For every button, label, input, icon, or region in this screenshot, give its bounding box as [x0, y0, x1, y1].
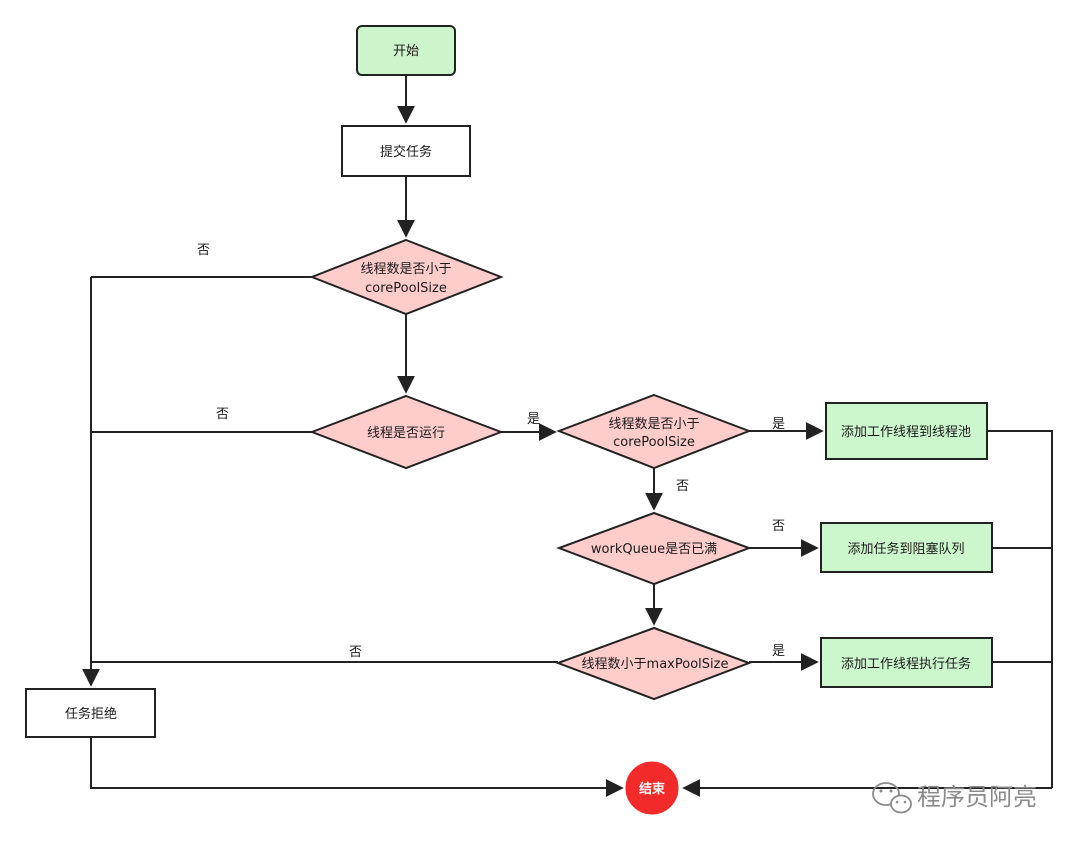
- submit-task-node[interactable]: 提交任务: [341, 125, 471, 177]
- check-core-pool-2-line1: 线程数是否小于: [608, 417, 699, 432]
- add-to-queue-label: 添加任务到阻塞队列: [847, 541, 964, 557]
- edge-labels: 否 否 是 是 否 否 否 是: [197, 243, 785, 660]
- edge-right-bus-core: [987, 430, 1053, 788]
- start-label: 开始: [393, 44, 419, 59]
- label-max-no: 否: [349, 645, 362, 660]
- label-core1-no: 否: [197, 243, 210, 258]
- check-core-pool-2-line2: corePoolSize: [613, 435, 695, 450]
- is-running-label: 线程是否运行: [367, 426, 445, 441]
- add-worker-to-pool-label: 添加工作线程到线程池: [841, 425, 971, 440]
- label-max-yes: 是: [772, 644, 785, 659]
- label-core2-yes: 是: [772, 417, 785, 432]
- check-max-pool-label: 线程数小于maxPoolSize: [582, 657, 729, 672]
- add-worker-execute-node[interactable]: 添加工作线程执行任务: [820, 637, 993, 688]
- check-max-pool-decision[interactable]: 线程数小于maxPoolSize: [555, 626, 752, 701]
- end-node[interactable]: 结束: [625, 761, 679, 815]
- label-running-yes: 是: [527, 412, 540, 427]
- reject-task-node[interactable]: 任务拒绝: [25, 688, 156, 738]
- reject-task-label: 任务拒绝: [65, 706, 117, 722]
- queue-full-label: workQueue是否已满: [591, 542, 717, 557]
- submit-task-label: 提交任务: [380, 144, 432, 160]
- check-core-pool-decision-2[interactable]: 线程数是否小于 corePoolSize: [556, 393, 752, 470]
- check-core-pool-decision-1[interactable]: 线程数是否小于 corePoolSize: [309, 238, 504, 316]
- add-worker-execute-label: 添加工作线程执行任务: [841, 656, 971, 672]
- end-label: 结束: [639, 781, 666, 797]
- check-core-pool-1-line2: corePoolSize: [365, 281, 447, 296]
- edge-reject-end: [90, 737, 624, 797]
- watermark-text: 程序员阿亮: [917, 783, 1037, 811]
- check-core-pool-1-line1: 线程数是否小于: [360, 262, 451, 277]
- queue-full-decision[interactable]: workQueue是否已满: [556, 511, 752, 586]
- add-to-queue-node[interactable]: 添加任务到阻塞队列: [820, 522, 993, 573]
- watermark: 程序员阿亮: [872, 782, 1037, 814]
- edges: [82, 75, 1053, 797]
- label-running-no: 否: [216, 407, 229, 422]
- start-node[interactable]: 开始: [356, 25, 456, 76]
- is-running-decision[interactable]: 线程是否运行: [309, 394, 504, 470]
- label-core2-no: 否: [676, 479, 689, 494]
- label-queue-no: 否: [772, 519, 785, 534]
- add-worker-to-pool-node[interactable]: 添加工作线程到线程池: [825, 402, 988, 460]
- wechat-icon: [872, 782, 912, 814]
